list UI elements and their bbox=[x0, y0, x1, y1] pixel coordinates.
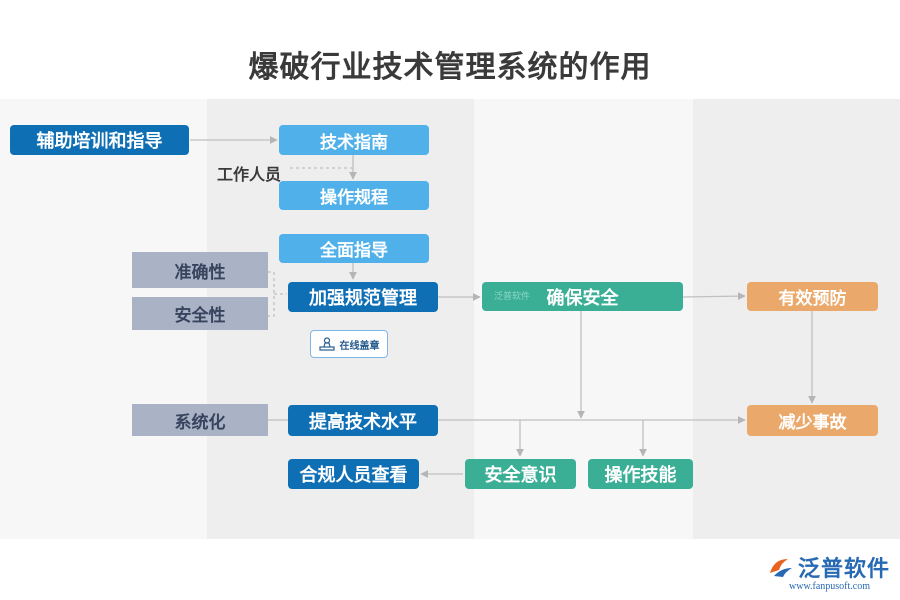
stamp-icon bbox=[318, 337, 335, 351]
node-reduce-accidents: 减少事故 bbox=[747, 405, 878, 436]
background-band-4 bbox=[693, 99, 900, 539]
node-accuracy: 准确性 bbox=[132, 252, 268, 288]
node-ensure-safety-label: 确保安全 bbox=[546, 287, 619, 309]
node-compliance-check: 合规人员查看 bbox=[288, 459, 419, 489]
dashed-bracket bbox=[268, 271, 275, 317]
node-operation-skills: 操作技能 bbox=[588, 459, 693, 489]
brand-logo: 泛普软件 bbox=[768, 551, 890, 583]
page-title: 爆破行业技术管理系统的作用 bbox=[248, 50, 652, 85]
arrow-ensure-to-prevent bbox=[682, 292, 746, 301]
logo-name: 泛普软件 bbox=[798, 557, 891, 582]
fanpu-logo-icon bbox=[770, 559, 792, 577]
online-stamp-button[interactable]: 在线盖章 bbox=[310, 330, 388, 358]
node-improve-tech: 提高技术水平 bbox=[288, 405, 438, 436]
node-assist-training: 辅助培训和指导 bbox=[10, 125, 189, 155]
node-operation-rules: 操作规程 bbox=[279, 181, 429, 210]
node-safety: 安全性 bbox=[132, 297, 268, 330]
stamp-label: 在线盖章 bbox=[339, 340, 380, 352]
logo-url: www.fanpusoft.com bbox=[789, 581, 871, 592]
node-effective-prevention: 有效预防 bbox=[747, 282, 878, 311]
node-tech-guide: 技术指南 bbox=[279, 125, 429, 155]
node-systematize: 系统化 bbox=[132, 404, 268, 436]
node-strengthen-mgmt: 加强规范管理 bbox=[288, 282, 438, 312]
watermark-text: 泛普软件 bbox=[494, 292, 531, 302]
node-ensure-safety: 泛普软件 确保安全 bbox=[482, 282, 683, 311]
node-full-guidance: 全面指导 bbox=[279, 234, 429, 263]
node-safety-awareness: 安全意识 bbox=[465, 459, 576, 489]
label-workers: 工作人员 bbox=[217, 165, 282, 184]
